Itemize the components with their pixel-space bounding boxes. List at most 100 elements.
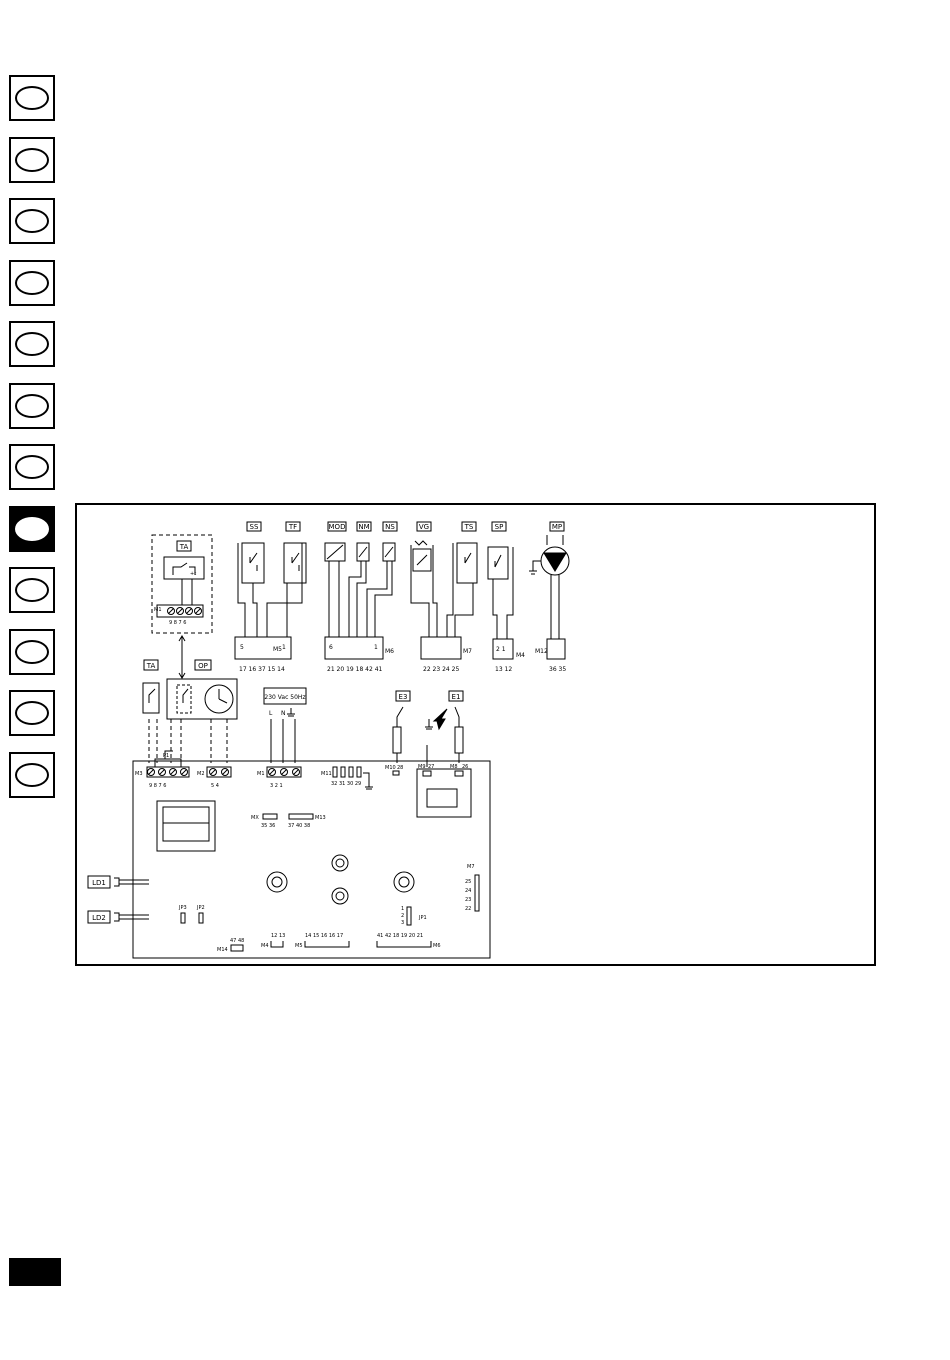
ss-label: SS	[250, 523, 259, 531]
svg-text:+t: +t	[190, 571, 196, 577]
m14-label: M14	[217, 947, 228, 953]
language-tab-9[interactable]	[9, 567, 55, 613]
supply-n: N	[281, 710, 286, 717]
language-tab-oval	[15, 639, 49, 664]
m7b-terminal-25: 25	[465, 879, 471, 885]
nm-label: NM	[358, 523, 369, 531]
m7b-terminal-24: 24	[465, 888, 471, 894]
vg-ts-group: M7 22 23 24 25	[410, 540, 478, 673]
m11-label: M11	[321, 771, 332, 777]
m7-terminals: 22 23 24 25	[423, 666, 459, 673]
sp-group: 2 1 M4 13 12	[487, 546, 525, 673]
language-tab-oval	[15, 209, 49, 233]
m14-terminals: 47 48	[230, 938, 244, 944]
m7b-terminal-22: 22	[465, 906, 471, 912]
control-board: P1 M3 9 8 7 6 M2 5 4 M1 3 2 1 M11 32 31 …	[87, 750, 491, 959]
ld1-label: LD1	[92, 879, 106, 887]
ta-remote-label: TA	[179, 543, 189, 551]
m4-pins: 2 1	[496, 646, 506, 653]
m12-label: M12	[535, 648, 548, 655]
language-tab-3[interactable]	[9, 198, 55, 244]
m3-label: M3	[135, 771, 143, 777]
m10-terminals: 28	[397, 765, 403, 771]
wiring-diagram: TA +t M1 9 8 7 6 SS TF MOD NM NS VG TS S…	[75, 503, 876, 966]
jp1-pin-1: 1	[401, 906, 404, 912]
m8-terminals: 26	[462, 764, 468, 770]
m4b-terminals: 12 13	[271, 933, 285, 939]
m5-terminals: 17 16 37 15 14	[239, 666, 285, 673]
e1-label: E1	[452, 693, 461, 701]
component-labels: SS TF MOD NM NS VG TS SP MP	[246, 521, 565, 532]
m1-label: M1	[257, 771, 265, 777]
jp1-label: JP1	[418, 915, 427, 921]
language-tab-2[interactable]	[9, 136, 55, 183]
electrodes-group: E3 E1	[392, 690, 464, 767]
mx-terminals: 35 36	[261, 823, 275, 829]
m5-pin-a: 5	[240, 644, 244, 651]
language-tab-oval	[15, 147, 49, 172]
jp1-pin-3: 3	[401, 920, 404, 926]
language-tab-12[interactable]	[9, 751, 55, 798]
mod-nm-ns-group: 6 1 M6 21 20 19 18 42 41	[324, 542, 396, 673]
m9-label: M9	[418, 764, 426, 770]
m5b-label: M5	[295, 943, 303, 949]
language-tab-6[interactable]	[9, 382, 55, 429]
m2-label: M2	[197, 771, 205, 777]
m4-terminals: 13 12	[495, 666, 512, 673]
m6b-terminals: 41 42 18 19 20 21	[377, 933, 423, 939]
m11-terminals: 32 31 30 29	[331, 781, 361, 787]
remote-thermostat-box: TA +t M1 9 8 7 6	[151, 534, 213, 634]
m10-label: M10	[385, 765, 396, 771]
ns-label: NS	[385, 523, 395, 531]
language-tab-oval	[15, 516, 49, 541]
jp2-label: JP2	[196, 905, 205, 911]
language-tab-7[interactable]	[9, 444, 55, 490]
e3-label: E3	[399, 693, 408, 701]
m1-remote-label: M1	[154, 607, 162, 613]
m9-terminals: 27	[428, 764, 434, 770]
m13-terminals: 37 40 38	[288, 823, 310, 829]
mx-label: MX	[251, 815, 259, 821]
ss-tf-group: 5 1 M5 17 16 37 15 14	[234, 542, 307, 673]
m7-label: M7	[463, 648, 472, 655]
sp-label: SP	[495, 523, 504, 531]
m7b-terminal-23: 23	[465, 897, 471, 903]
ta-op-group: TA OP	[142, 659, 238, 763]
ta-label: TA	[146, 662, 156, 670]
pump-group: M12 36 35	[529, 535, 570, 673]
m5-pin-b: 1	[282, 644, 286, 651]
m12-terminals: 36 35	[549, 666, 566, 673]
language-tab-8[interactable]	[9, 505, 55, 552]
wiring-diagram-svg: TA +t M1 9 8 7 6 SS TF MOD NM NS VG TS S…	[87, 521, 570, 959]
mod-label: MOD	[329, 523, 346, 531]
m6-terminals: 21 20 19 18 42 41	[327, 666, 383, 673]
vg-label: VG	[419, 523, 429, 531]
language-tab-1[interactable]	[9, 75, 55, 121]
m4b-label: M4	[261, 943, 269, 949]
m13-label: M13	[315, 815, 326, 821]
ts-label: TS	[464, 523, 474, 531]
m1-terminals: 3 2 1	[270, 783, 283, 789]
language-tab-4[interactable]	[9, 259, 55, 306]
language-tab-oval	[15, 578, 49, 602]
language-tab-5[interactable]	[9, 321, 55, 367]
supply-label: 230 Vac 50Hz	[264, 694, 305, 701]
page-number-tab	[9, 1258, 61, 1286]
m2-terminals: 5 4	[211, 783, 219, 789]
ld2-label: LD2	[92, 914, 106, 922]
language-tab-10[interactable]	[9, 628, 55, 675]
ta-remote-terminals: 9 8 7 6	[169, 620, 187, 626]
m6-label: M6	[385, 648, 394, 655]
jp1-pin-2: 2	[401, 913, 404, 919]
m6-pin-a: 6	[329, 644, 333, 651]
jp3-label: JP3	[178, 905, 187, 911]
op-label: OP	[198, 662, 208, 670]
language-tab-oval	[15, 270, 49, 295]
language-tab-oval	[15, 393, 49, 418]
language-tab-oval	[15, 762, 49, 787]
m5-label: M5	[273, 646, 282, 653]
m4-label: M4	[516, 652, 525, 659]
language-tab-11[interactable]	[9, 690, 55, 736]
supply-group: 230 Vac 50Hz L N	[263, 687, 307, 763]
tf-label: TF	[288, 523, 297, 531]
